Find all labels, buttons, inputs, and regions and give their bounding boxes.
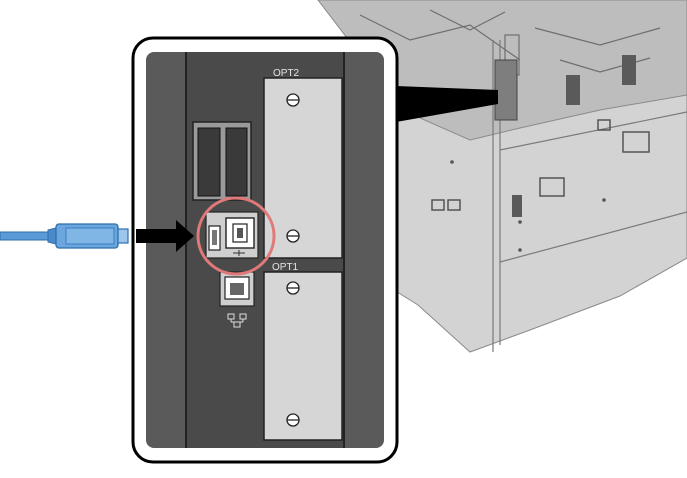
screw-icon [286,93,300,107]
opt2-label: OPT2 [273,68,300,79]
machine-dots [450,160,606,252]
network-port [219,271,255,328]
screw-icon [286,413,300,427]
callout-panel: OPT2 OPT1 [131,36,399,464]
usb-plug-connector [117,228,129,244]
machine-interface-opening [494,59,518,121]
usb-cable [0,223,129,249]
callout-pointer [396,86,498,122]
left-port-block [192,121,252,201]
screw-icon [286,229,300,243]
usb-port-highlight-circle [196,196,276,276]
arrow-right-icon [136,220,194,252]
usb-port-area [205,211,259,259]
machine-vents [512,55,636,217]
opt1-label: OPT1 [272,262,299,273]
usb-b-port-icon [225,217,255,249]
machine-handles [431,119,650,211]
opt1-slot-cover [263,271,343,441]
screw-icon [286,281,300,295]
ethernet-port-icon [227,313,247,328]
usb-symbol-icon [233,250,245,256]
opt2-slot-cover [263,77,343,259]
